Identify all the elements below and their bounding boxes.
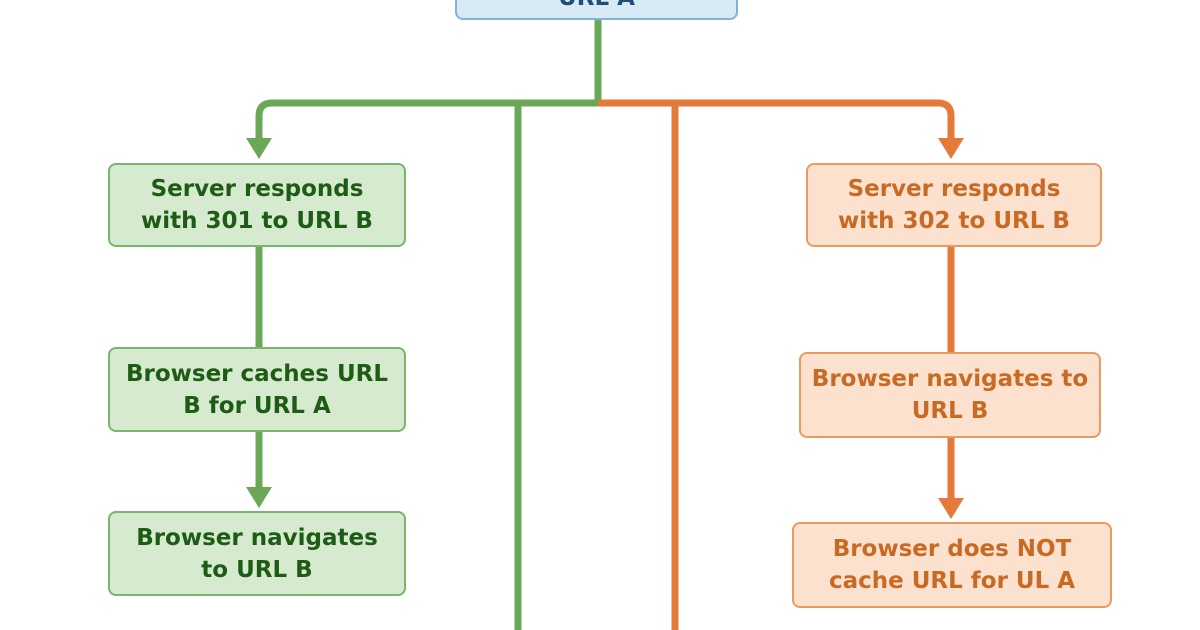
right-step3-label: Browser does NOT cache URL for UL A <box>828 536 1076 594</box>
arrowhead-left-step3 <box>246 487 272 508</box>
connector-right-branch <box>598 99 955 143</box>
top-node-label: URL A <box>558 0 635 14</box>
arrowhead-right-step1 <box>938 138 964 159</box>
left-step1-label: Server responds with 301 to URL B <box>141 176 373 234</box>
top-node-url-a: URL A <box>455 0 738 20</box>
arrowhead-right-step3 <box>938 498 964 519</box>
connector-left-branch <box>255 99 598 143</box>
left-step1-box: Server responds with 301 to URL B <box>108 163 406 247</box>
left-step3-label: Browser navigates to URL B <box>136 524 378 583</box>
left-step2-box: Browser caches URL B for URL A <box>108 347 406 432</box>
arrowhead-left-step1 <box>246 138 272 159</box>
right-step1-box: Server responds with 302 to URL B <box>806 163 1102 247</box>
right-step2-label: Browser navigates to URL B <box>811 366 1089 424</box>
right-step2-box: Browser navigates to URL B <box>799 352 1101 438</box>
left-step2-label: Browser caches URL B for URL A <box>125 360 389 419</box>
right-step3-box: Browser does NOT cache URL for UL A <box>792 522 1112 608</box>
left-step3-box: Browser navigates to URL B <box>108 511 406 596</box>
right-step1-label: Server responds with 302 to URL B <box>838 176 1070 234</box>
